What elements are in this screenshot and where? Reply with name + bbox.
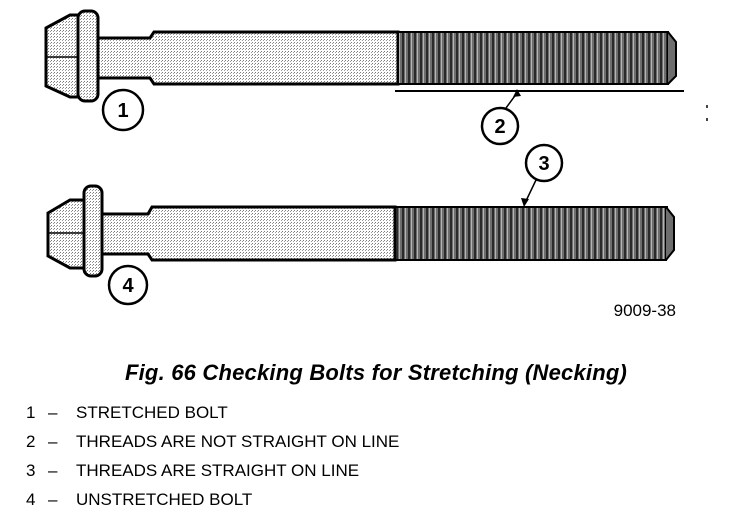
bolt-diagram: 1 2 3 4 9009-38: [44, 9, 708, 320]
leader-arrowhead: [521, 198, 529, 207]
stretched-bolt: [44, 9, 684, 103]
legend-list: 1–STRETCHED BOLT 2–THREADS ARE NOT STRAI…: [26, 398, 399, 514]
bolt-flange: [76, 9, 100, 103]
bolt-head-hex: [46, 198, 86, 270]
bolt-flange: [82, 184, 104, 278]
legend-text: THREADS ARE NOT STRAIGHT ON LINE: [76, 432, 400, 451]
legend-item: 4–UNSTRETCHED BOLT: [26, 485, 399, 514]
figure-id: 9009-38: [614, 301, 676, 320]
legend-number: 1: [26, 403, 36, 422]
callout-2-label: 2: [494, 116, 505, 138]
scan-speck: [706, 118, 708, 121]
legend-item: 3–THREADS ARE STRAIGHT ON LINE: [26, 456, 399, 485]
legend-number: 4: [26, 490, 36, 509]
legend-dash: –: [48, 403, 58, 422]
legend-dash: –: [48, 432, 58, 451]
legend-text: UNSTRETCHED BOLT: [76, 490, 253, 509]
legend-number: 2: [26, 432, 36, 451]
callout-1-label: 1: [117, 100, 128, 122]
figure-caption: Fig. 66 Checking Bolts for Stretching (N…: [124, 360, 627, 385]
legend-item: 2–THREADS ARE NOT STRAIGHT ON LINE: [26, 427, 399, 456]
bolt-shank: [96, 30, 400, 86]
legend-text: STRETCHED BOLT: [76, 403, 228, 422]
legend-item: 1–STRETCHED BOLT: [26, 398, 399, 427]
callout-3-label: 3: [538, 153, 549, 175]
scan-speck: [706, 105, 708, 108]
legend-text: THREADS ARE STRAIGHT ON LINE: [76, 461, 360, 480]
callout-4: 4: [107, 264, 149, 306]
callout-3: 3: [521, 143, 564, 207]
legend-number: 3: [26, 461, 36, 480]
unstretched-bolt: [46, 184, 675, 278]
callout-4-label: 4: [122, 275, 134, 297]
bolt-threads-even: [394, 206, 667, 261]
bolt-shank: [100, 205, 397, 262]
callout-1: 1: [101, 88, 145, 132]
bolt-head-hex: [44, 13, 80, 99]
leader-arrowhead: [513, 89, 521, 97]
legend-dash: –: [48, 461, 58, 480]
legend-dash: –: [48, 490, 58, 509]
bolt-threads-uneven: [397, 31, 669, 85]
callout-2: 2: [480, 89, 521, 146]
